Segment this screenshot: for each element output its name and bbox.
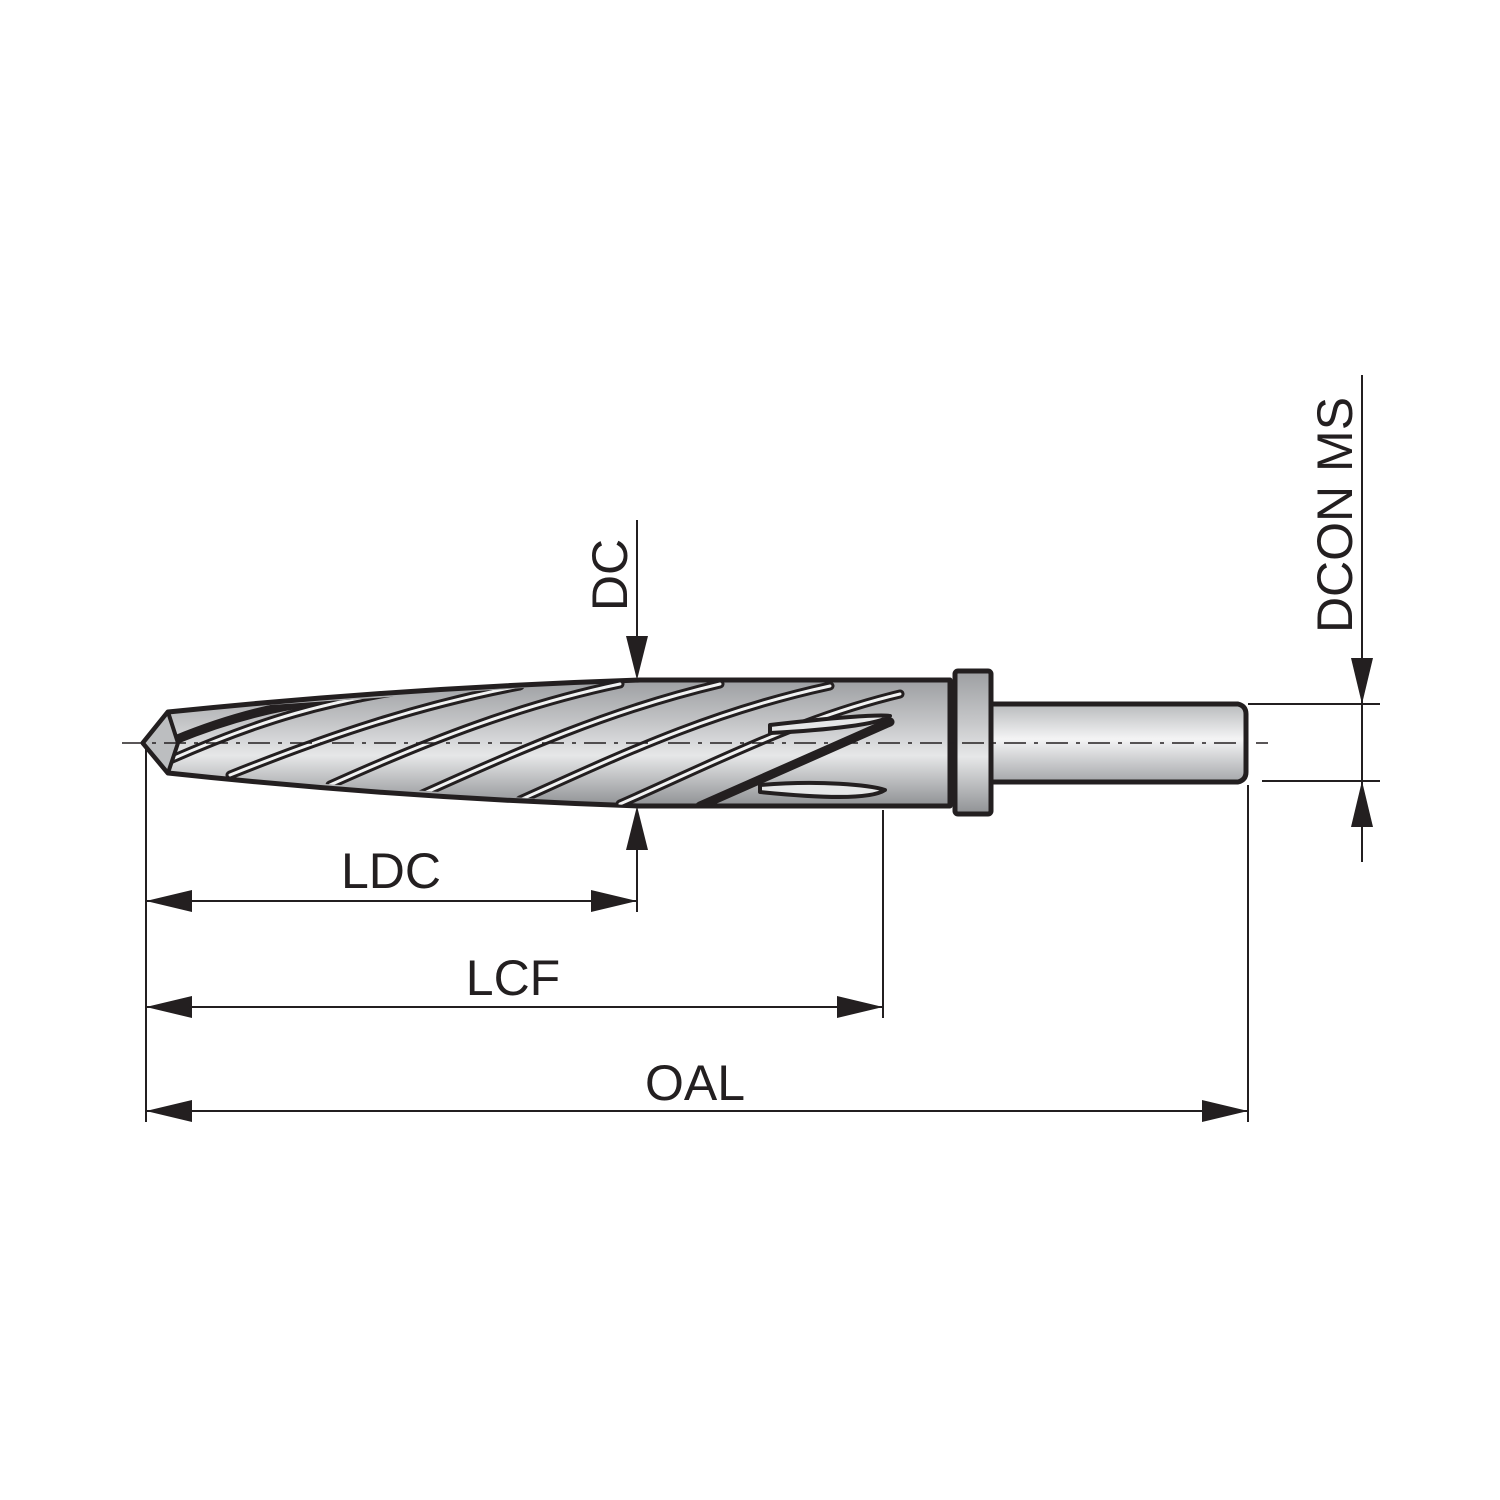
dc-arrow-top <box>626 636 648 680</box>
lcf-label: LCF <box>466 950 560 1006</box>
ldc-label: LDC <box>341 843 441 899</box>
oal-arrow-right <box>1202 1100 1248 1122</box>
helical-flutes <box>165 680 905 806</box>
oal-label: OAL <box>645 1055 745 1111</box>
dcon-ms-label: DCON MS <box>1307 397 1363 633</box>
ldc-arrow-left <box>146 890 192 912</box>
dimension-labels: LDC LCF OAL DC DCON MS <box>341 397 1363 1111</box>
lcf-arrow-right <box>837 996 883 1018</box>
dc-arrow-bottom <box>626 806 648 850</box>
dcon-arrow-top <box>1351 658 1373 704</box>
dc-label: DC <box>582 539 638 611</box>
dcon-arrow-bottom <box>1351 781 1373 827</box>
dimension-lines <box>145 375 1380 1122</box>
lcf-arrow-left <box>146 996 192 1018</box>
oal-arrow-left <box>146 1100 192 1122</box>
ldc-arrow-right <box>591 890 637 912</box>
